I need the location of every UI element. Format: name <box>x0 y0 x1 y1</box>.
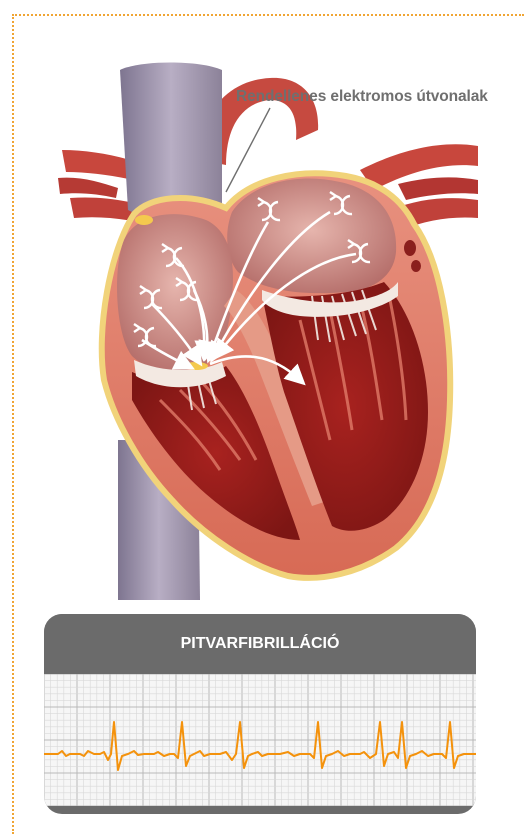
pulmonary-vessel-left-far <box>58 178 118 198</box>
ecg-panel: PITVARFIBRILLÁCIÓ <box>44 614 476 814</box>
ecg-grid-lines <box>44 674 476 806</box>
pulmonary-vessel-right-mid <box>398 177 478 200</box>
ecg-grid <box>44 674 476 806</box>
pulmonary-vein-opening-1 <box>404 240 416 256</box>
left-atrium <box>227 179 396 294</box>
callout-label: Rendellenes elektromos útvonalak <box>236 88 488 106</box>
ecg-trace-chart <box>44 674 476 806</box>
sa-node <box>135 215 153 225</box>
ecg-title: PITVARFIBRILLÁCIÓ <box>44 614 476 674</box>
pulmonary-vein-opening-2 <box>411 260 421 272</box>
right-atrium <box>117 214 233 371</box>
ecg-trace-line <box>44 722 476 770</box>
